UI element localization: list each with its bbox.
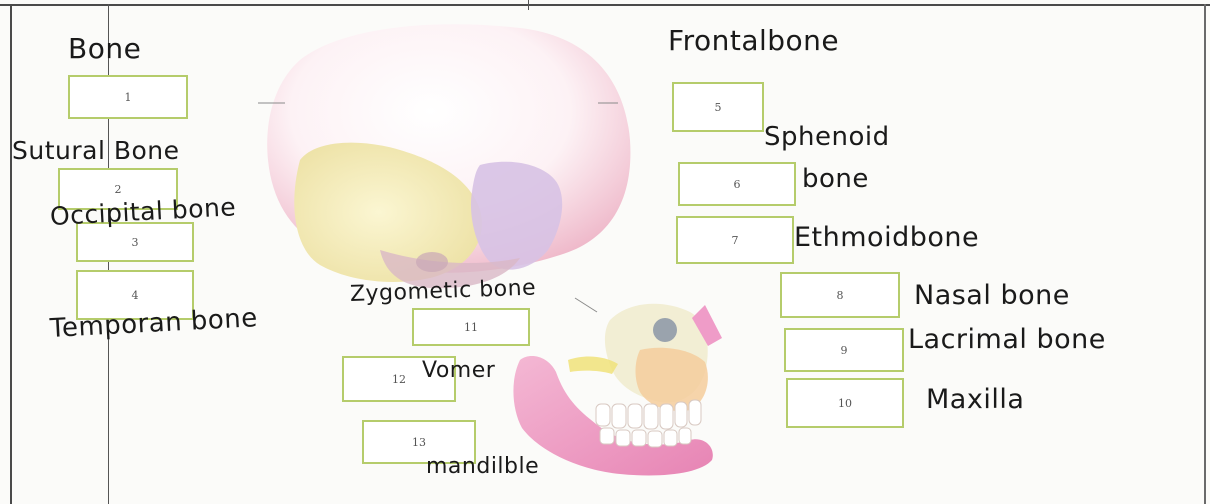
box-number: 10 bbox=[838, 397, 852, 410]
box-number: 9 bbox=[841, 344, 848, 357]
label-sphenoid-bone: bone bbox=[802, 164, 869, 194]
box-number: 12 bbox=[392, 373, 406, 386]
upper-teeth bbox=[596, 400, 701, 429]
answer-box-5[interactable]: 5 bbox=[672, 82, 764, 132]
label-vomer: Vomer bbox=[422, 358, 495, 383]
answer-box-10[interactable]: 10 bbox=[786, 378, 904, 428]
label-mandible: mandilble bbox=[426, 454, 539, 479]
label-ethmoid-bone: Ethmoidbone bbox=[794, 222, 979, 253]
box-number: 3 bbox=[132, 236, 139, 249]
box-number: 11 bbox=[464, 321, 478, 334]
answer-box-1[interactable]: 1 bbox=[68, 75, 188, 119]
box-number: 2 bbox=[115, 183, 122, 196]
answer-box-8[interactable]: 8 bbox=[780, 272, 900, 318]
ear-region bbox=[416, 252, 448, 272]
answer-box-9[interactable]: 9 bbox=[784, 328, 904, 372]
label-sphenoid: Sphenoid bbox=[764, 122, 890, 152]
box-number: 1 bbox=[125, 91, 132, 104]
label-nasal-bone: Nasal bone bbox=[914, 280, 1070, 311]
answer-box-7[interactable]: 7 bbox=[676, 216, 794, 264]
label-frontal-bone: Frontalbone bbox=[668, 24, 839, 57]
box-number: 7 bbox=[732, 234, 739, 247]
box-number: 5 bbox=[715, 101, 722, 114]
box-number: 8 bbox=[837, 289, 844, 302]
orbit-region bbox=[653, 318, 677, 342]
box-number: 6 bbox=[734, 178, 741, 191]
box-number: 4 bbox=[132, 289, 139, 302]
answer-box-11[interactable]: 11 bbox=[412, 308, 530, 346]
label-sutural-bone: Sutural Bone bbox=[12, 136, 180, 165]
label-bone: Bone bbox=[68, 32, 141, 65]
label-lacrimal-bone: Lacrimal bone bbox=[908, 324, 1106, 355]
label-maxilla: Maxilla bbox=[926, 384, 1024, 415]
answer-box-6[interactable]: 6 bbox=[678, 162, 796, 206]
box-number: 13 bbox=[412, 436, 426, 449]
